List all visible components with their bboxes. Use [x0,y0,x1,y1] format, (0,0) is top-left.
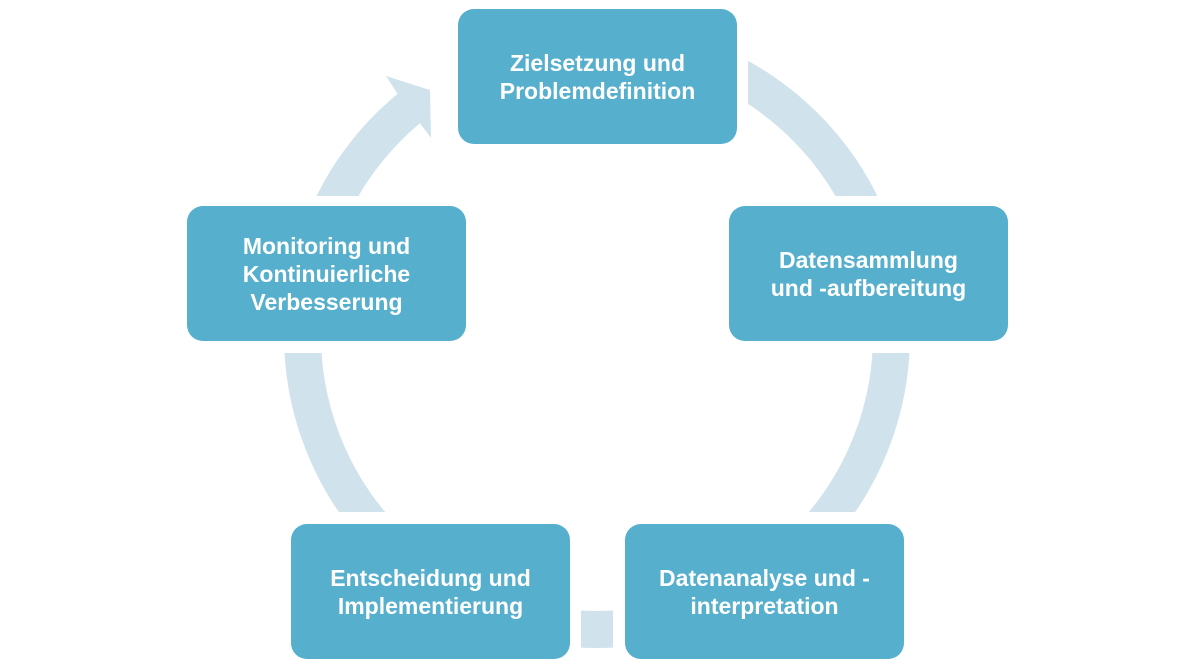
step-label: Zielsetzung und Problemdefinition [499,49,696,104]
step-label: Datenanalyse und - interpretation [659,564,870,619]
step-label: Datensammlung und -aufbereitung [770,246,967,301]
step-label: Monitoring und Kontinuierliche Verbesser… [242,232,411,315]
step-box-monitoring[interactable]: Monitoring und Kontinuierliche Verbesser… [187,206,466,341]
step-box-decision-implementation[interactable]: Entscheidung und Implementierung [291,524,570,659]
step-label: Entscheidung und Implementierung [330,564,531,619]
step-box-data-analysis[interactable]: Datenanalyse und - interpretation [625,524,904,659]
step-box-goal-definition[interactable]: Zielsetzung und Problemdefinition [458,9,737,144]
cycle-arrowhead-icon [386,76,431,138]
step-box-data-collection[interactable]: Datensammlung und -aufbereitung [729,206,1008,341]
